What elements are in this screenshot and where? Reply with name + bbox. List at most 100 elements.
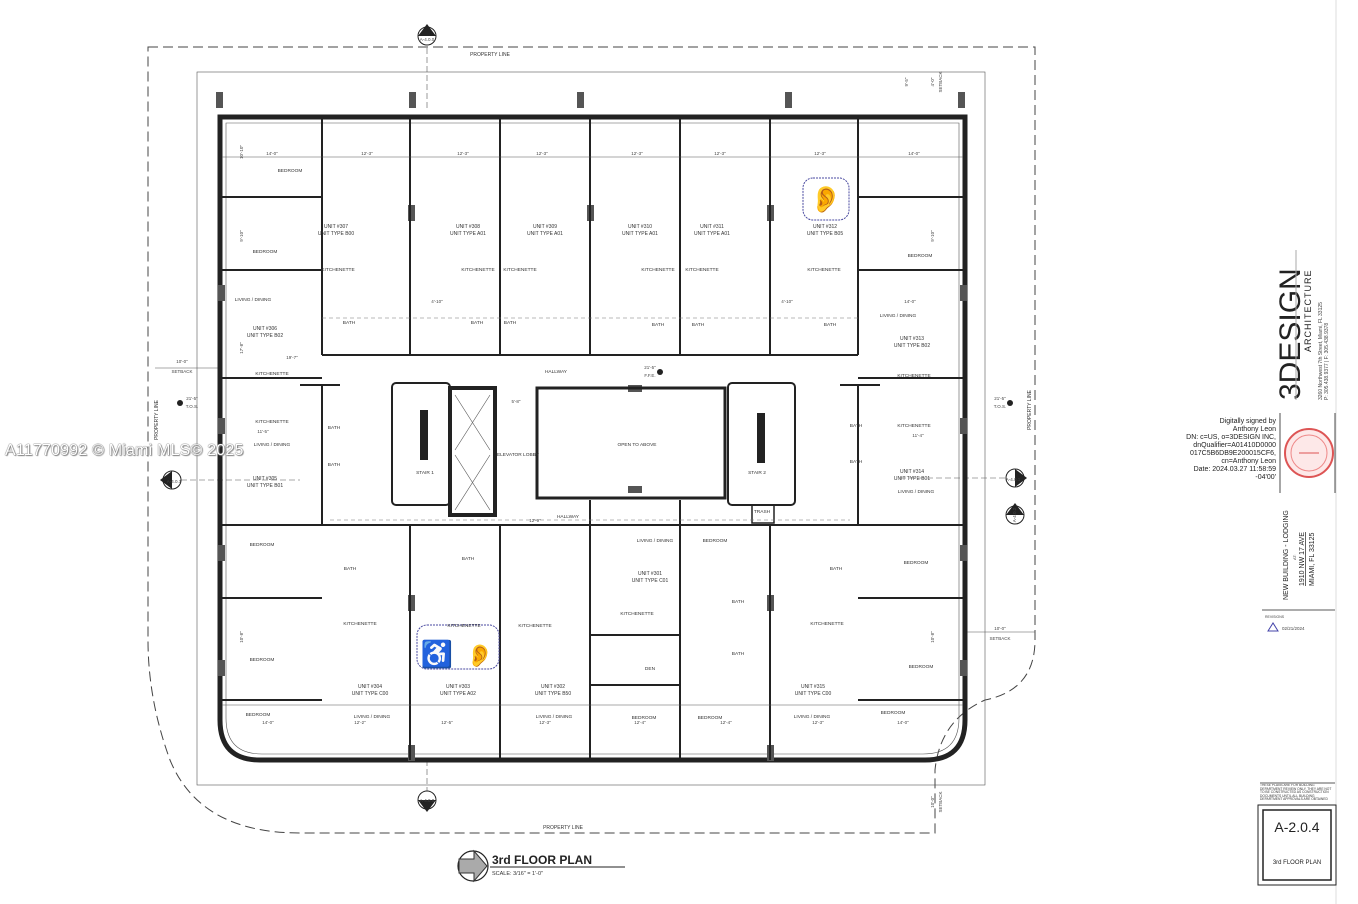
unit-301: UNIT #301 bbox=[638, 571, 662, 577]
section-marker-right[interactable]: A-4.0.1 bbox=[900, 468, 1027, 488]
project-address1-label: 1910 NW 17 AVE bbox=[1299, 532, 1306, 586]
project-info: NEW BUILDING - LODGING AT: 1910 NW 17 AV… bbox=[1283, 510, 1316, 600]
property-line-label-left: PROPERTY LINE bbox=[154, 399, 160, 439]
dimensions-d12_3-label: 12'-3" bbox=[631, 151, 643, 156]
rooms-bath-label: BATH bbox=[732, 599, 745, 605]
signature-lines-5-label: cn=Anthony Leon bbox=[1221, 458, 1276, 465]
unit-312: UNIT #312 bbox=[813, 224, 837, 230]
ffe-label: F.F.E. bbox=[644, 373, 655, 378]
rooms-bedroom-label: BEDROOM bbox=[246, 712, 271, 718]
unit-305: UNIT #305 bbox=[253, 476, 277, 482]
rooms-kitchenette-label: KITCHENETTE bbox=[518, 623, 551, 629]
dimensions-d12_5-label: 12'-5" bbox=[441, 720, 453, 725]
setback-label-left: SETBACK bbox=[171, 369, 192, 374]
hallway-label: HALLWAY bbox=[545, 369, 568, 375]
section-marker-left[interactable]: A-4.0.1 bbox=[160, 470, 300, 490]
rooms-kitchenette-label: KITCHENETTE bbox=[807, 267, 840, 273]
dimensions-d12_3-label: 12'-3" bbox=[539, 720, 551, 725]
dimensions-d12_3-label: 12'-3" bbox=[457, 151, 469, 156]
rooms-bath-label: BATH bbox=[732, 651, 745, 657]
rooms-bath-label: BATH bbox=[850, 423, 863, 429]
unit-304: UNIT #304 bbox=[358, 684, 382, 690]
dimensions-d14-label: 14'-0" bbox=[897, 720, 909, 725]
tos-label-right: T.O.S. bbox=[994, 404, 1007, 409]
unit-315: UNIT #315 bbox=[801, 684, 825, 690]
stair-1-label: STAIR 1 bbox=[416, 470, 434, 476]
rooms-bath-label: BATH bbox=[850, 459, 863, 465]
unit-313: UNIT #313 bbox=[900, 336, 924, 342]
dimensions-d12_3-label: 12'-3" bbox=[812, 720, 824, 725]
section_markers-1-label: A-4.0.1 bbox=[167, 479, 182, 484]
dimensions-d4_10-label: 4'-10" bbox=[431, 299, 443, 304]
sheet-number: A-2.0.4 bbox=[1274, 819, 1319, 835]
dimensions-d11_5-label: 11'-5" bbox=[257, 429, 269, 434]
unit-307: UNIT #307 bbox=[324, 224, 348, 230]
elevator-lobby-label: ELEVATOR LOBBY bbox=[497, 452, 540, 458]
rooms-bath-label: BATH bbox=[344, 566, 357, 572]
firm-phone-label: P: 305.438.9377 | F: 305.438.9378 bbox=[1324, 323, 1330, 400]
property-line-label-top: PROPERTY LINE bbox=[470, 52, 510, 58]
units-8-type-label: UNIT TYPE B01 bbox=[247, 483, 283, 489]
firm-subtitle-label: ARCHITECTURE bbox=[1303, 269, 1313, 352]
signature-lines-4-label: 017C5B6DB9E200015CF6, bbox=[1190, 450, 1276, 457]
section_markers-0-label: A-4.0.0 bbox=[420, 37, 435, 42]
setback-dim-bottom: 10'-0" bbox=[930, 796, 935, 808]
dimensions-d12_2-label: 12'-2" bbox=[354, 720, 366, 725]
section-marker-top[interactable]: A-4.0.0 bbox=[417, 24, 437, 110]
rooms-bedroom-label: BEDROOM bbox=[250, 657, 275, 663]
dimensions-d12_4-label: 12'-4" bbox=[634, 720, 646, 725]
unit-306: UNIT #306 bbox=[253, 326, 277, 332]
units-9-type-label: UNIT TYPE B01 bbox=[894, 476, 930, 482]
tos-label-left: T.O.S. bbox=[186, 404, 199, 409]
units-14-type-label: UNIT TYPE C00 bbox=[795, 691, 832, 697]
setback-dim-right: 10'-0" bbox=[994, 626, 1006, 631]
unit-311: UNIT #311 bbox=[700, 224, 724, 230]
dimensions-d14-label: 14'-0" bbox=[904, 299, 916, 304]
rooms-bedroom-label: BEDROOM bbox=[698, 715, 723, 721]
dimensions-d12_9-label: 12'-9" bbox=[529, 518, 541, 523]
offset-dim-top: 9'-5" bbox=[904, 77, 909, 86]
dimensions-d14-label: 14'-0" bbox=[266, 151, 278, 156]
rooms-kitchenette-label: KITCHENETTE bbox=[810, 621, 843, 627]
firm-logo: 3DESIGN ARCHITECTURE 3260 Northwest 7th … bbox=[1274, 268, 1330, 400]
title-block: 3DESIGN ARCHITECTURE 3260 Northwest 7th … bbox=[1186, 0, 1337, 904]
svg-text:👂: 👂 bbox=[466, 643, 493, 668]
dimensions-d11_4-label: 11'-4" bbox=[912, 433, 924, 438]
rooms-kitchenette-label: KITCHENETTE bbox=[343, 621, 376, 627]
section-marker-right-2[interactable]: A-4.0.2 bbox=[1005, 503, 1025, 525]
hallway-label-2: HALLWAY bbox=[557, 514, 580, 520]
rooms-kitchenette-label: KITCHENETTE bbox=[321, 267, 354, 273]
revisions-label: REVISIONS bbox=[1265, 615, 1285, 619]
dimensions-d4_10-label: 4'-10" bbox=[781, 299, 793, 304]
property-line bbox=[147, 46, 1036, 834]
section_markers-2-label: A-4.0.2 bbox=[1012, 507, 1017, 522]
dimensions-d10_8-label: 10'-8" bbox=[930, 631, 935, 643]
signature-lines-0-label: Digitally signed by bbox=[1220, 418, 1277, 425]
rooms-bath-label: BATH bbox=[692, 322, 705, 328]
open-to-above-label: OPEN TO ABOVE bbox=[617, 442, 656, 448]
units-11-type-label: UNIT TYPE A02 bbox=[440, 691, 476, 697]
dimensions-d12_3-label: 12'-3" bbox=[536, 151, 548, 156]
project-at-label: AT: bbox=[1292, 555, 1297, 560]
firm-address-label: 3260 Northwest 7th Street, Miami, FL 331… bbox=[1318, 302, 1324, 400]
units-7-type-label: UNIT TYPE B02 bbox=[894, 343, 930, 349]
mls-watermark: A11770992 © Miami MLS© 2025 bbox=[5, 442, 244, 459]
rooms-kitchenette-label: KITCHENETTE bbox=[685, 267, 718, 273]
signature-lines-1-label: Anthony Leon bbox=[1233, 426, 1276, 433]
unit-303: UNIT #303 bbox=[446, 684, 470, 690]
section-marker-bottom[interactable]: A-4.0.0 bbox=[417, 760, 437, 812]
signature-lines-6-label: Date: 2024.03.27 11:58:59 bbox=[1194, 466, 1276, 473]
rooms-kitchenette-label: KITCHENETTE bbox=[897, 373, 930, 379]
units-12-type-label: UNIT TYPE B50 bbox=[535, 691, 571, 697]
disclaimer: THESE PLANS ARE FOR BUILDING DEPARTMENT … bbox=[1260, 784, 1332, 802]
dimensions-d12_3-label: 12'-3" bbox=[814, 151, 826, 156]
setback-label-top: SETBACK bbox=[938, 71, 943, 92]
units-10-type-label: UNIT TYPE C00 bbox=[352, 691, 389, 697]
units-13-type-label: UNIT TYPE C01 bbox=[632, 578, 669, 584]
property-line-label-bottom: PROPERTY LINE bbox=[543, 825, 583, 831]
rooms-bath-label: BATH bbox=[504, 320, 517, 326]
sheet-title: 3rd FLOOR PLAN bbox=[1273, 860, 1321, 866]
units-3-type-label: UNIT TYPE A01 bbox=[622, 231, 658, 237]
rooms-den-label: DEN bbox=[645, 666, 656, 672]
